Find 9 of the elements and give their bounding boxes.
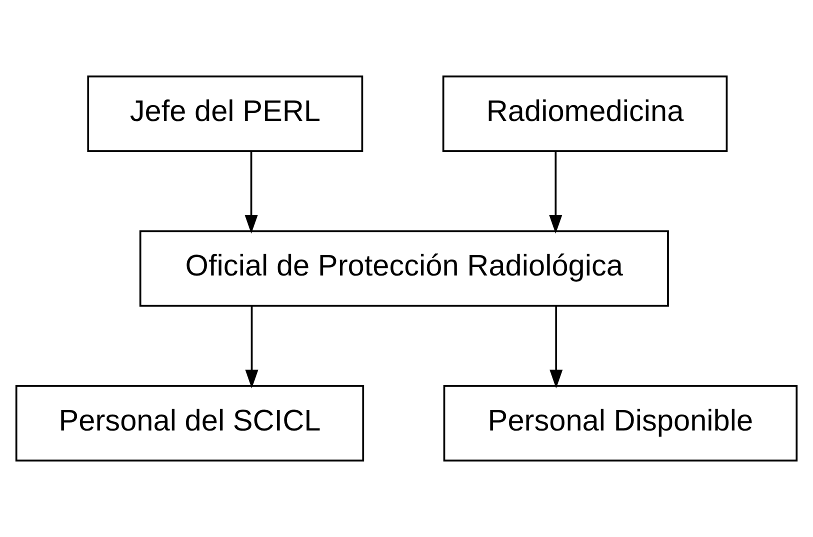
node-box: Jefe del PERL xyxy=(87,76,364,152)
node-box: Personal del SCICL xyxy=(15,385,364,462)
arrow xyxy=(244,151,258,234)
node-box: Oficial de Protección Radiológica xyxy=(139,230,669,307)
arrow xyxy=(549,151,562,234)
node-box: Radiomedicina xyxy=(442,76,728,152)
arrow xyxy=(550,306,563,388)
node-box: Personal Disponible xyxy=(443,385,798,462)
arrow xyxy=(245,306,258,388)
